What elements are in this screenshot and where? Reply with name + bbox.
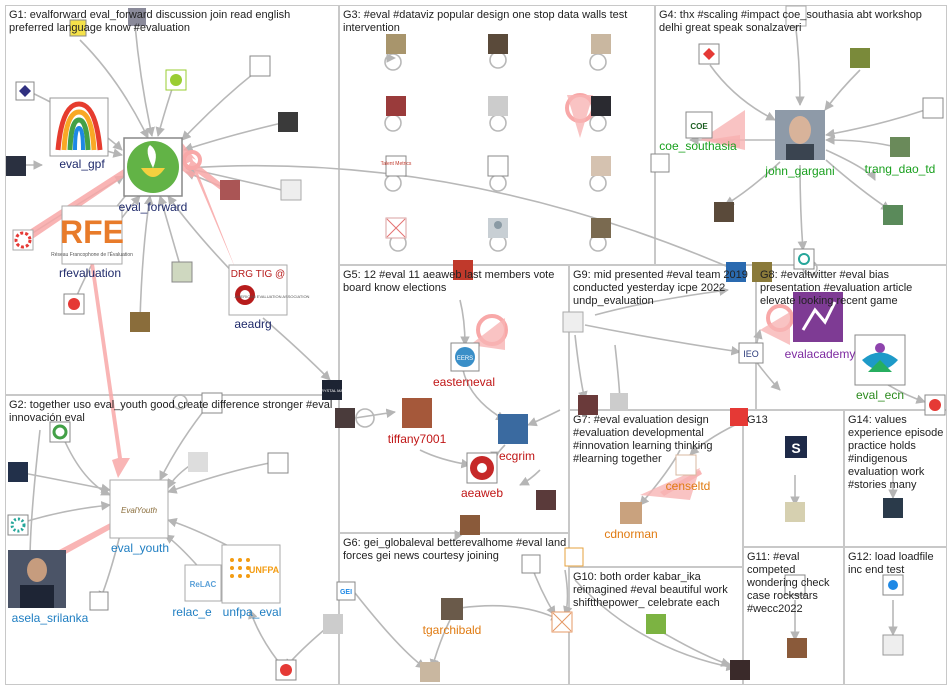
eers-logo-text: EERS [457,356,473,362]
node-label-trang-dao-td: trang_dao_td [865,162,936,176]
coe-logo-text: COE [690,122,708,131]
node-label-unfpa-eval: unfpa_eval [223,605,282,619]
group-label-g7: G7: #eval evaluation design #evaluation … [573,414,713,465]
crystal-map-text: CRYSTAL MAP [318,388,346,393]
group-label-g4: G4: thx #scaling #impact coe_southasia a… [659,9,922,34]
node-label-aeaweb: aeaweb [461,486,503,500]
node-label-ecgrim: ecgrim [499,449,535,463]
ieo-logo-text: IEO [743,349,759,359]
group-label-g10: G10: both order kabar_ika reimagined #ev… [573,571,728,609]
node-label-cdnorman: cdnorman [604,527,657,541]
nodes: RFE Réseau Francophone de l'Évaluation D… [6,5,946,682]
node-label-eval-gpf: eval_gpf [59,157,105,171]
group-label-g9: G9: mid presented #eval team 2019 conduc… [573,269,748,307]
node-label-coe-southasia: coe_southasia [659,139,737,153]
group-box-g12 [844,547,947,685]
group-box-g2 [5,395,339,685]
rfe-logo-subtext: Réseau Francophone de l'Évaluation [51,251,133,258]
drg-logo-sub: AMERICAN EVALUATION ASSOCIATION [235,294,310,299]
group-label-g12: G12: load loadfile inc end test [848,551,934,576]
group-box-g1 [5,5,339,395]
relac-logo-text: ReLAC [190,580,217,589]
group-label-g6: G6: gei_globaleval betterevalhome #eval … [343,537,567,562]
group-label-g8: G8: #evaltwitter #eval bias presentation… [760,269,913,307]
group-box-g14 [844,410,947,547]
node-label-relac-e: relac_e [172,605,212,619]
node-label-asela-srilanka: asela_srilanka [12,611,89,625]
group-box-g13 [743,410,844,547]
group-label-g3: G3: #eval #dataviz popular design one st… [343,9,628,34]
group-box-g11 [743,547,844,685]
group-label-g11: G11: #eval competed wondering check case… [747,551,830,615]
node-label-easterneval: easterneval [433,375,495,389]
group-label-g5: G5: 12 #eval 11 aeaweb last members vote… [343,269,555,294]
node-label-tiffany7001: tiffany7001 [388,432,447,446]
node-label-censeltd: censeltd [666,479,711,493]
node-label-eval-ecn: eval_ecn [856,388,904,402]
group-box-g3 [339,5,655,265]
node-labels: eval_gpf eval_forward rfevaluation aeadr… [12,139,936,637]
group-box-g7 [569,410,743,567]
talent-metrics-text: Talent Metrics [381,161,412,167]
s-logo-text: S [791,440,800,456]
drg-logo-top: DRG TIG @ [231,269,285,280]
node-label-aeadrg: aeadrg [234,317,271,331]
node-label-rfevaluation: rfevaluation [59,266,121,280]
group-label-g1: G1: evalforward eval_forward discussion … [9,9,291,34]
rfe-logo-text: RFE [60,214,124,250]
evalyouth-logo-text: EvalYouth [121,506,158,515]
pink-triangles [470,95,790,500]
group-label-g2: G2: together uso eval_youth good create … [9,399,333,424]
node-label-john-gargani: john_gargani [764,164,834,178]
group-label-g14: G14: values experience episode practice … [848,414,944,491]
group-label-g13: G13 [747,414,768,426]
node-label-eval-forward: eval_forward [119,200,188,214]
node-label-eval-youth: eval_youth [111,541,169,555]
node-label-evalacademy: evalacademy [785,347,856,361]
gei-logo-text: GEI [340,589,352,596]
eval-gpf-logo [55,101,103,151]
node-label-tgarchibald: tgarchibald [423,623,482,637]
unfpa-logo-text: UNFPA [249,565,280,575]
